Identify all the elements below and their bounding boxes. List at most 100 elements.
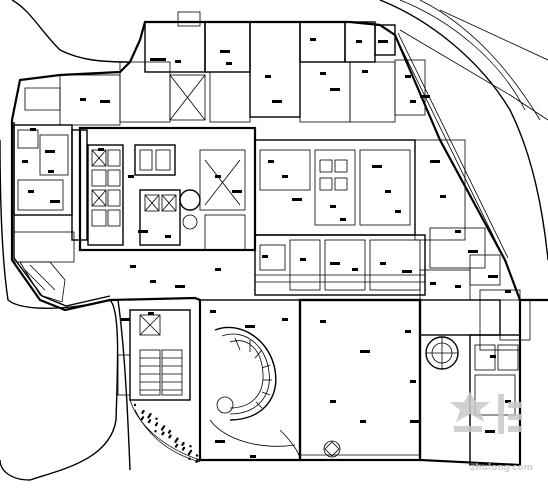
planting-dot <box>174 445 178 448</box>
annotation-mark <box>98 148 104 151</box>
annotation-mark <box>455 230 461 233</box>
watermark-logo-icon <box>450 392 490 422</box>
annotation-mark <box>410 420 420 423</box>
middle-right-rooms <box>254 139 486 296</box>
right-wing-rooms <box>419 254 531 466</box>
planting-dot <box>168 436 171 439</box>
annotation-mark <box>330 400 336 403</box>
annotation-mark <box>28 190 34 193</box>
planting-dot <box>161 433 164 436</box>
annotation-mark <box>410 380 416 383</box>
central-core <box>78 126 257 252</box>
annotation-mark <box>440 195 446 198</box>
main-hall <box>298 298 422 462</box>
garden-area <box>129 399 201 463</box>
watermark-secondary: com <box>512 463 533 473</box>
annotation-mark <box>380 262 386 265</box>
lobby <box>199 299 301 461</box>
annotation-mark <box>490 355 496 358</box>
annotation-mark <box>22 160 28 163</box>
annotation-mark <box>430 160 440 163</box>
annotation-mark <box>48 170 54 173</box>
annotation-mark <box>378 40 388 43</box>
planting-dot <box>147 416 150 419</box>
annotation-mark <box>505 290 511 293</box>
diagonal-wall-ticks <box>394 32 509 261</box>
annotation-mark <box>330 88 340 91</box>
annotation-mark <box>80 98 86 101</box>
annotation-mark <box>160 58 166 61</box>
annotation-mark <box>405 330 411 333</box>
annotation-mark <box>330 262 340 265</box>
annotation-mark <box>148 312 154 315</box>
annotation-mark <box>455 285 461 288</box>
annotation-mark <box>488 275 498 278</box>
annotation-mark <box>100 100 110 103</box>
annotation-mark <box>165 235 171 238</box>
planting-dot <box>154 423 158 427</box>
structural-columns <box>22 38 511 458</box>
annotation-mark <box>385 190 391 193</box>
annotation-mark <box>402 270 412 273</box>
planting-dot <box>174 440 177 443</box>
annotation-mark <box>320 72 326 75</box>
annotation-mark <box>215 440 225 443</box>
annotation-mark <box>120 318 130 321</box>
annotation-mark <box>360 350 370 353</box>
annotation-mark <box>505 400 511 403</box>
planting-dot <box>160 428 164 431</box>
annotation-mark <box>282 318 288 321</box>
annotation-mark <box>360 420 366 423</box>
planting-dot <box>133 403 137 407</box>
watermark: zhulong com <box>450 392 533 473</box>
annotation-mark <box>245 325 255 328</box>
annotation-mark <box>175 285 185 288</box>
annotation-mark <box>362 70 368 73</box>
annotation-mark <box>232 190 242 193</box>
annotation-mark <box>215 175 221 178</box>
annotation-mark <box>220 50 230 53</box>
annotation-mark <box>262 255 268 258</box>
annotation-mark <box>130 265 136 268</box>
annotation-mark <box>405 75 411 78</box>
annotation-mark <box>45 150 55 153</box>
annotation-mark <box>30 128 36 131</box>
planting-dot <box>155 417 158 420</box>
annotation-mark <box>485 430 495 433</box>
annotation-mark <box>175 60 181 63</box>
annotation-mark <box>310 38 316 41</box>
planting-dot <box>187 452 191 456</box>
annotation-mark <box>372 165 382 168</box>
annotation-mark <box>226 62 232 65</box>
annotation-mark <box>138 230 148 233</box>
planting-dot <box>195 460 198 463</box>
annotation-mark <box>356 40 362 43</box>
annotation-mark <box>150 280 156 283</box>
annotation-mark <box>468 250 478 253</box>
annotation-mark <box>300 258 306 261</box>
annotation-mark <box>265 75 271 78</box>
annotation-mark <box>210 310 216 313</box>
annotation-mark <box>410 100 416 103</box>
annotation-mark <box>320 320 326 323</box>
planting-dot <box>181 443 184 446</box>
annotation-mark <box>430 282 436 285</box>
annotation-mark <box>352 268 358 271</box>
annotation-mark <box>330 205 336 208</box>
annotation-mark <box>215 268 221 271</box>
annotation-mark <box>395 210 401 213</box>
planting-dot <box>189 445 192 448</box>
annotation-mark <box>128 175 134 178</box>
planting-dot <box>188 457 191 460</box>
annotation-mark <box>150 58 160 61</box>
planting-dot <box>141 411 144 414</box>
annotation-mark <box>272 100 282 103</box>
planting-dot <box>154 430 157 433</box>
annotation-mark <box>250 455 256 458</box>
left-stair-block <box>117 309 191 401</box>
planting-dot <box>195 454 199 457</box>
annotation-mark <box>292 198 302 201</box>
annotation-mark <box>282 175 288 178</box>
annotation-mark <box>268 160 274 163</box>
